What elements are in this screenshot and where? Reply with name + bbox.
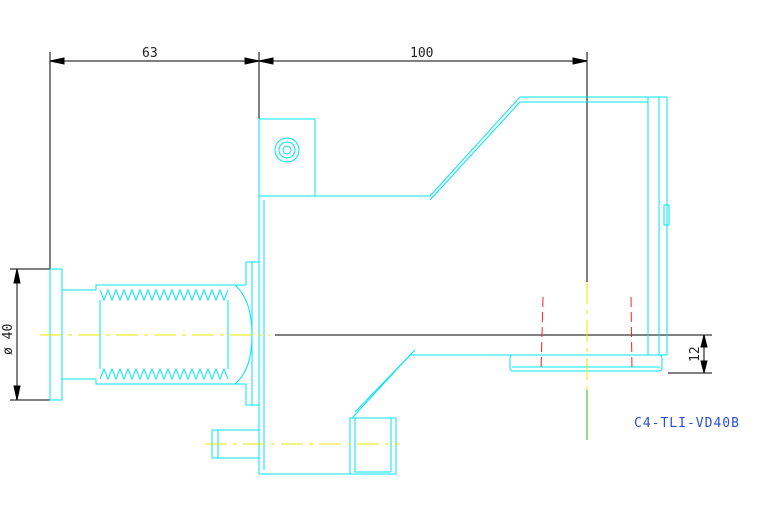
dimension-texts: 63 100 ø 40 12 xyxy=(1,46,703,362)
dimension-lines xyxy=(10,52,712,401)
dim-shank-diameter: ø 40 xyxy=(1,324,16,355)
dim-shank-length: 63 xyxy=(142,46,158,61)
main-body xyxy=(258,96,670,475)
mounting-plate xyxy=(258,118,316,197)
holder-outline xyxy=(49,96,670,475)
dim-body-length: 100 xyxy=(410,46,433,61)
part-code-label: C4-TLI-VD40B xyxy=(634,416,740,431)
serration xyxy=(99,288,229,302)
dim-center-offset: 12 xyxy=(688,346,703,362)
centerlines xyxy=(40,282,633,445)
shank xyxy=(49,261,259,406)
coolant-block xyxy=(211,417,397,475)
